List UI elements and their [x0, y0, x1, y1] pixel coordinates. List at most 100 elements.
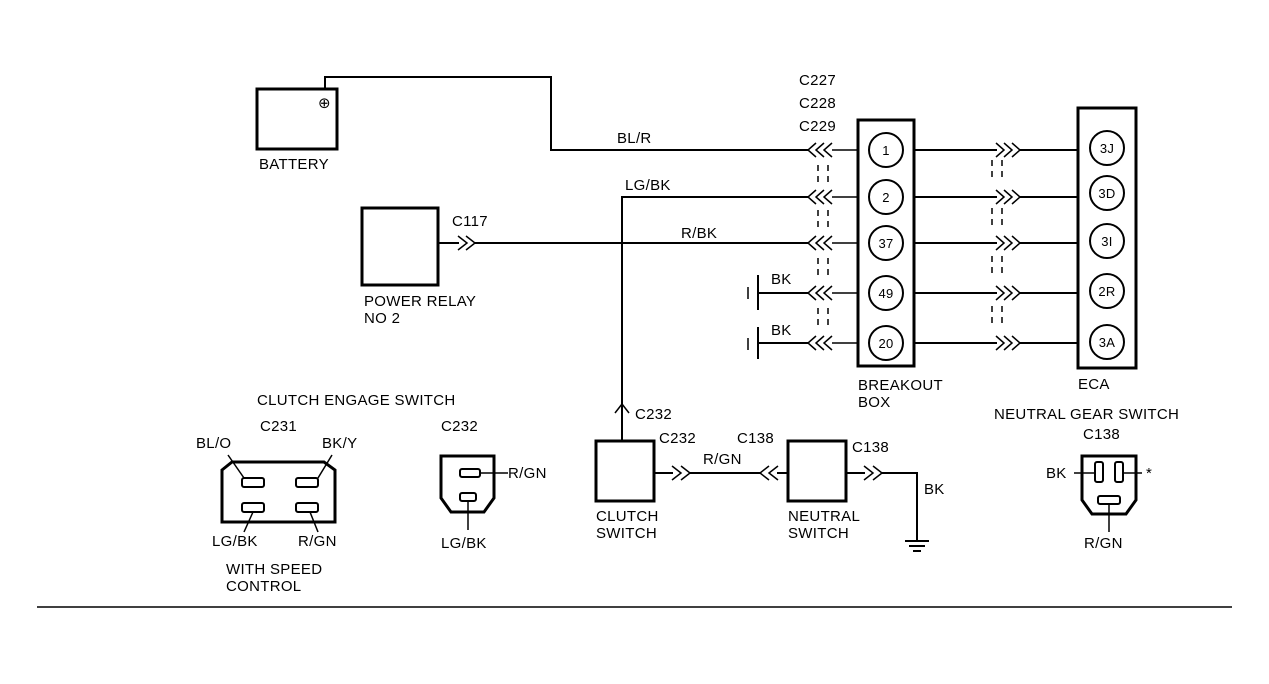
breakout-left-breaks: [817, 165, 829, 328]
neutral-switch-box: [786, 439, 848, 503]
breakout-pin-1-circle: [868, 132, 904, 168]
connector-c117-symbol: [457, 235, 477, 251]
breakout-pin-37: 37: [868, 225, 904, 261]
c231-slot-bl: [241, 502, 265, 513]
neutral-gear-connector-label: C138: [1083, 426, 1120, 443]
breakout-pin-37-circle: [868, 225, 904, 261]
c231-leader-tr: [317, 454, 333, 479]
breakout-label-line2: BOX: [858, 394, 891, 411]
clutch-engage-switch-view: CLUTCH ENGAGE SWITCH C231 BL/O BK/Y LG/B…: [196, 392, 456, 595]
breakout-pin-2: 2: [868, 179, 904, 215]
wire-label-lg-bk: LG/BK: [625, 177, 671, 194]
eca-pin-2r: 2R: [1089, 273, 1125, 309]
breakout-pin-49-label: 49: [878, 286, 893, 301]
c138-pin-left-label: BK: [1046, 465, 1067, 482]
eca-pin-3d: 3D: [1089, 175, 1125, 211]
breakout-input-connectors: [806, 142, 858, 351]
clutch-switch-label-line1: CLUTCH: [596, 508, 659, 525]
neutral-gear-switch-view: NEUTRAL GEAR SWITCH C138 BK * R/GN: [994, 406, 1179, 552]
eca-pin-3i-circle: [1089, 223, 1125, 259]
c231-slot-br: [295, 502, 319, 513]
clutch-engage-title: CLUTCH ENGAGE SWITCH: [257, 392, 456, 409]
c232-slot-bottom: [459, 492, 477, 502]
battery-box: [255, 87, 339, 151]
neutral-gear-title: NEUTRAL GEAR SWITCH: [994, 406, 1179, 423]
clutch-switch-label-line2: SWITCH: [596, 525, 657, 542]
connector-c117-label: C117: [452, 213, 488, 230]
breakout-pin-37-label: 37: [878, 236, 893, 251]
c231-slot-tr: [295, 477, 319, 488]
connector-chevron-20: [806, 335, 833, 351]
eca-pin-2r-circle: [1089, 273, 1125, 309]
c138-pin-bottom-label: R/GN: [1084, 535, 1123, 552]
c232-slot-top: [459, 468, 481, 478]
power-relay-label-line2: NO 2: [364, 310, 400, 327]
wire-label-r-bk: R/BK: [681, 225, 717, 242]
c232-view-label: C232: [441, 418, 478, 435]
c231-pin-tl-label: BL/O: [196, 435, 231, 452]
c231-pin-br-label: R/GN: [298, 533, 337, 550]
power-relay: POWER RELAY NO 2: [360, 206, 476, 327]
c138-slot-right: [1114, 461, 1124, 483]
breakout-pin-1: 1: [868, 132, 904, 168]
wire-label-ground-49: BK: [771, 271, 792, 288]
connector-chevron-3i: [995, 235, 1022, 251]
connector-chevron-37: [806, 235, 833, 251]
neutral-switch-label-line2: SWITCH: [788, 525, 849, 542]
clutch-engage-note-line2: CONTROL: [226, 578, 301, 595]
c138-slot-bottom: [1097, 495, 1121, 505]
clutch-engage-connector-label: C231: [260, 418, 297, 435]
power-relay-box: [360, 206, 440, 287]
battery-label: BATTERY: [259, 156, 329, 173]
breakout-pin-20-label: 20: [878, 336, 893, 351]
connector-c232-top-label: C232: [635, 406, 672, 423]
c232-pin-bottom-label: LG/BK: [441, 535, 487, 552]
connector-chevron-2r: [995, 285, 1022, 301]
wire-label-ground-20: BK: [771, 322, 792, 339]
c231-leader-bl: [243, 511, 254, 533]
connector-chevron-49: [806, 285, 833, 301]
eca-side-breaks: [991, 160, 1003, 328]
eca-module: 3J 3D 3I 2R 3A ECA: [1076, 106, 1138, 393]
wire-neutral-ground: [881, 472, 918, 542]
eca-pin-2r-label: 2R: [1098, 284, 1115, 299]
connector-c229-label: C229: [799, 118, 836, 135]
breakout-pin-20-circle: [868, 325, 904, 361]
eca-pin-3j-label: 3J: [1100, 141, 1114, 156]
power-relay-label-line1: POWER RELAY: [364, 293, 476, 310]
connector-c232-top-symbol: [614, 402, 630, 414]
connector-c232-right-label: C232: [659, 430, 696, 447]
eca-pin-3d-circle: [1089, 175, 1125, 211]
c231-pin-tr-label: BK/Y: [322, 435, 357, 452]
connector-c138-right-label: C138: [852, 439, 889, 456]
eca-label: ECA: [1078, 376, 1110, 393]
wire-label-r-gn: R/GN: [703, 451, 742, 468]
eca-pin-3i-label: 3I: [1101, 234, 1112, 249]
ground-49: BK: [747, 271, 809, 310]
eca-pin-3d-label: 3D: [1098, 186, 1115, 201]
battery: ⊕ BATTERY: [255, 87, 339, 173]
clutch-engage-note-line1: WITH SPEED: [226, 561, 322, 578]
eca-pin-3a-label: 3A: [1099, 335, 1116, 350]
ground-symbol: [905, 540, 929, 552]
battery-positive-terminal: ⊕: [318, 95, 331, 112]
eca-pin-3a-circle: [1089, 324, 1125, 360]
wire-label-bl-r: BL/R: [617, 130, 652, 147]
breakout-pin-2-label: 2: [882, 190, 890, 205]
c231-slot-tl: [241, 477, 265, 488]
connector-chevron-3d: [995, 189, 1022, 205]
c231-leader-br: [309, 511, 319, 533]
eca-pin-3a: 3A: [1089, 324, 1125, 360]
connector-c228-label: C228: [799, 95, 836, 112]
connector-chevron-3j: [995, 142, 1022, 158]
breakout-pin-20: 20: [868, 325, 904, 361]
eca-pin-3j: 3J: [1089, 130, 1125, 166]
c232-pin-right-label: R/GN: [508, 465, 547, 482]
connector-chevron-3a: [995, 335, 1022, 351]
connector-c138-left-symbol: [758, 465, 779, 481]
eca-pin-3i: 3I: [1089, 223, 1125, 259]
c232-connector-view: C232 R/GN LG/BK: [439, 418, 547, 552]
eca-pin-3j-circle: [1089, 130, 1125, 166]
c138-pin-right-label: *: [1146, 465, 1152, 482]
